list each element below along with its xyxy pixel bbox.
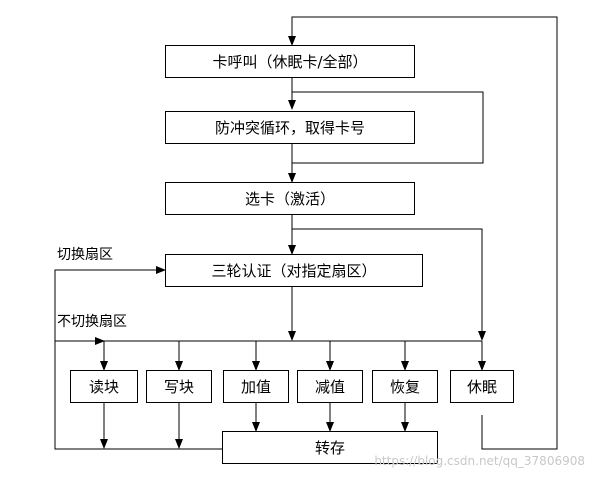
arrow-select-to-halt xyxy=(292,228,486,341)
write-block-box: 写块 xyxy=(146,370,212,403)
increment-box: 加值 xyxy=(223,370,289,403)
return-transfer-to-bus xyxy=(54,341,222,450)
arrow-switch-sector xyxy=(54,266,166,341)
select-card-box: 选卡（激活） xyxy=(165,182,415,215)
auth-box: 三轮认证（对指定扇区） xyxy=(165,254,423,287)
switch-sector-label: 切换扇区 xyxy=(57,247,113,263)
loop-anticollision xyxy=(292,91,484,164)
watermark: https://blog.csdn.net/qq_37806908 xyxy=(374,454,585,468)
loop-halt-to-call xyxy=(288,16,558,450)
decrement-box: 减值 xyxy=(297,370,363,403)
halt-box: 休眠 xyxy=(450,370,514,403)
call-card-box: 卡呼叫（休眠卡/全部） xyxy=(165,45,415,78)
transfer-box: 转存 xyxy=(222,431,438,464)
anticollision-box: 防冲突循环，取得卡号 xyxy=(165,111,415,144)
read-block-box: 读块 xyxy=(70,370,138,403)
restore-box: 恢复 xyxy=(372,370,438,403)
no-switch-sector-label: 不切换扇区 xyxy=(57,314,127,330)
